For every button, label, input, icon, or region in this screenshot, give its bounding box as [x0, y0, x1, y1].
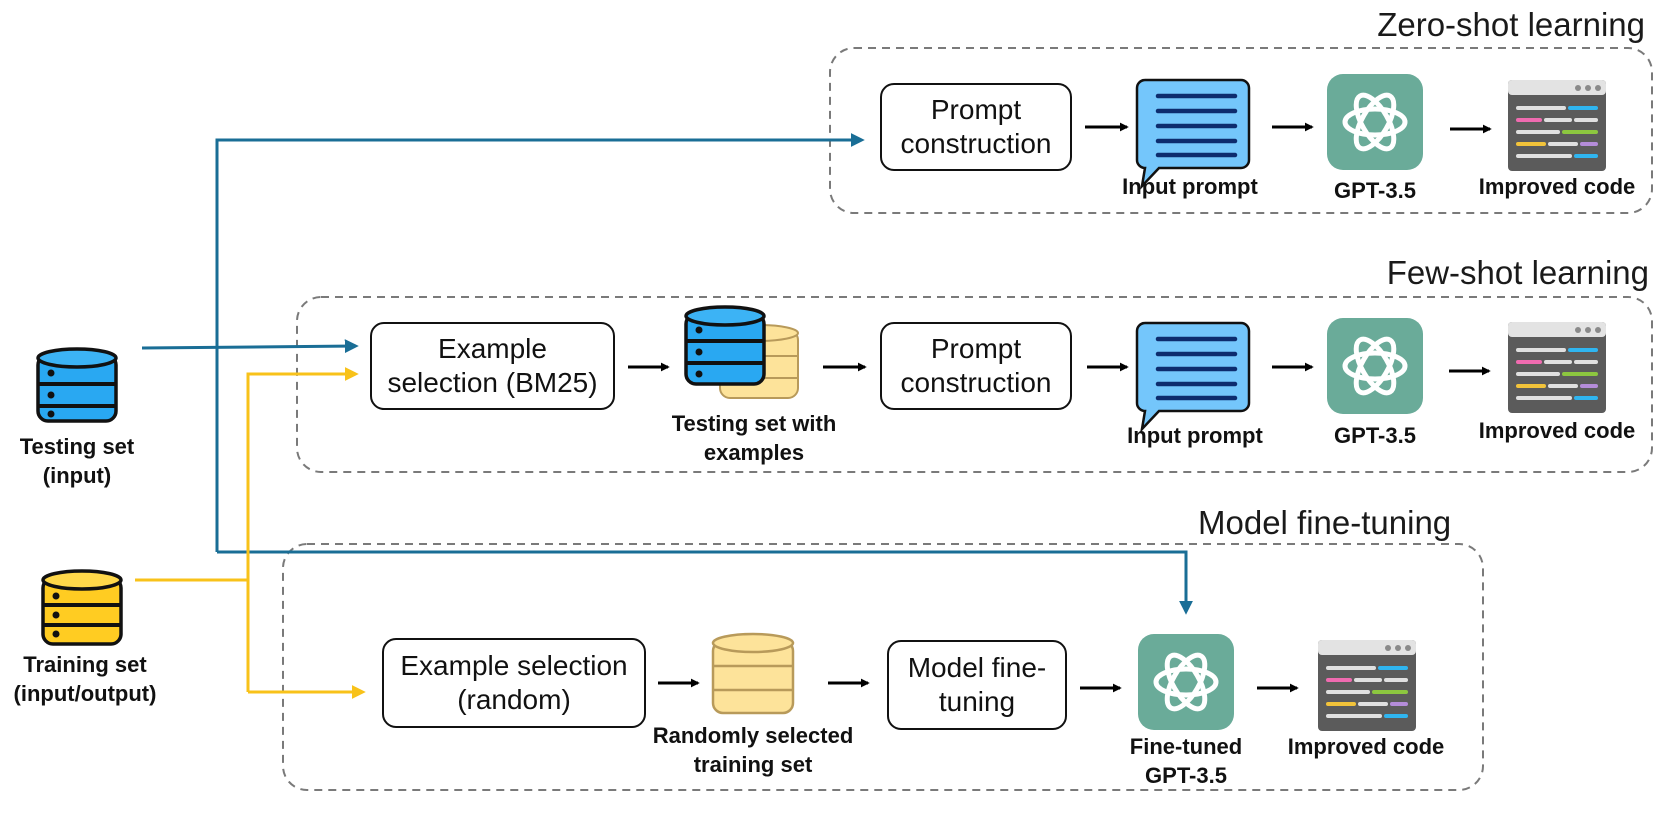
prompt-construction-box: Prompt construction [880, 322, 1072, 410]
model-fine-tuning-label: Model fine- tuning [907, 652, 1047, 717]
chat-bubble-icon [1135, 78, 1251, 190]
zero-shot-container [829, 47, 1653, 214]
prompt-construction-label: Prompt construction [900, 333, 1052, 398]
example-selection-random-box: Example selection (random) [382, 638, 646, 728]
prompt-construction-box: Prompt construction [880, 83, 1072, 171]
few-shot-title: Few-shot learning [1386, 254, 1649, 291]
testing-with-examples-caption: Testing set with examples [671, 411, 837, 465]
gpt-logo-icon [1327, 74, 1423, 170]
gpt-caption: GPT-3.5 [1334, 178, 1416, 203]
code-editor-icon [1508, 322, 1606, 413]
testing-set-database-icon [36, 347, 118, 423]
testing-set-caption: Testing set (input) [19, 434, 135, 488]
fine-tuning-container [282, 543, 1484, 791]
code-editor-icon [1318, 640, 1416, 731]
testing-set-flow [141, 133, 1193, 615]
improved-code-caption: Improved code [1478, 418, 1636, 443]
example-selection-bm25-box: Example selection (BM25) [370, 322, 615, 410]
step-arrows [628, 122, 1492, 693]
gpt-caption: GPT-3.5 [1334, 423, 1416, 448]
fine-tuned-gpt-caption: Fine-tuned GPT-3.5 [1129, 734, 1243, 788]
improved-code-caption: Improved code [1287, 734, 1445, 759]
gpt-logo-icon [1327, 318, 1423, 414]
random-training-database-icon [711, 632, 795, 715]
zero-shot-title: Zero-shot learning [1377, 6, 1645, 43]
training-set-caption: Training set (input/output) [13, 652, 157, 706]
example-selection-bm25-label: Example selection (BM25) [387, 333, 598, 398]
improved-code-caption: Improved code [1478, 174, 1636, 199]
gpt-logo-icon [1138, 634, 1234, 730]
input-prompt-caption: Input prompt [1122, 174, 1258, 199]
example-selection-random-label: Example selection (random) [400, 650, 628, 715]
few-shot-container [296, 296, 1653, 473]
input-prompt-caption: Input prompt [1127, 423, 1263, 448]
model-fine-tuning-box: Model fine- tuning [887, 640, 1067, 730]
training-set-database-icon [41, 569, 123, 646]
random-training-caption: Randomly selected training set [652, 723, 854, 777]
testing-with-examples-database-icon [684, 305, 799, 399]
chat-bubble-icon [1135, 321, 1251, 433]
fine-tuning-title: Model fine-tuning [1198, 504, 1452, 541]
training-set-flow [135, 367, 366, 699]
code-editor-icon [1508, 80, 1606, 171]
prompt-construction-label: Prompt construction [900, 94, 1052, 159]
